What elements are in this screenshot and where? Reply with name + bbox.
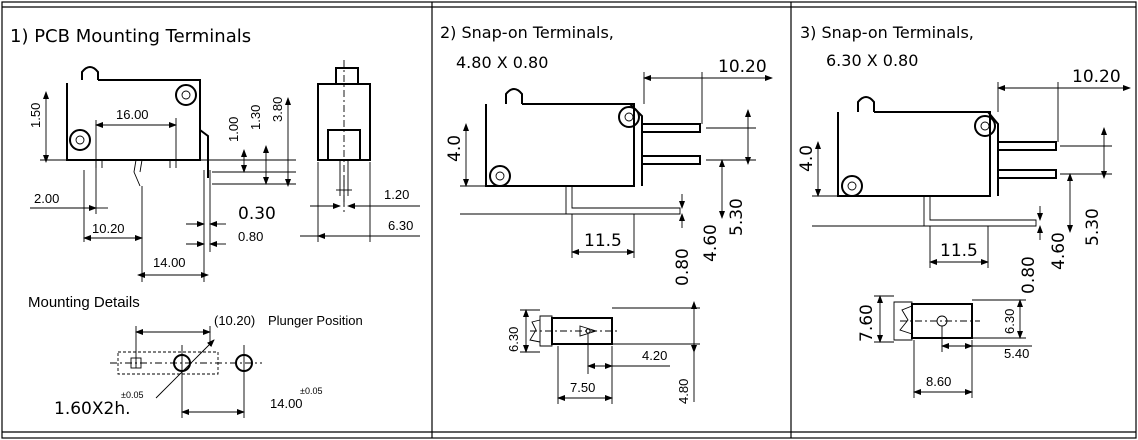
panel-snap-on-630: 3) Snap-on Terminals, 6.30 X 0.80 — [797, 23, 1131, 398]
panel-pcb-terminals: 1) PCB Mounting Terminals — [10, 26, 420, 419]
dim-label: 10.20 — [718, 57, 767, 77]
mounting-details-title: Mounting Details — [28, 294, 140, 311]
switch-end-view — [300, 60, 420, 242]
panel-2-title-line2: 4.80 X 0.80 — [456, 53, 548, 72]
panel-3-dimension-labels: 10.20 4.0 5.30 11.5 4.60 0.80 — [797, 67, 1121, 294]
dim-label: 16.00 — [116, 107, 149, 122]
dim-label: 7.60 — [857, 304, 877, 342]
dim-label: 0.30 — [238, 204, 276, 224]
dim-label: 8.60 — [926, 374, 951, 389]
switch-side-view — [485, 88, 701, 215]
panel-snap-on-480: 2) Snap-on Terminals, 4.80 X 0.80 — [440, 23, 773, 404]
spacing-tolerance: ±0.05 — [300, 386, 322, 396]
dim-label: 1.50 — [28, 103, 43, 128]
dim-label: 6.30 — [388, 218, 413, 233]
dim-label: 5.30 — [727, 198, 747, 236]
dim-label: 11.5 — [940, 241, 978, 261]
dim-label: 10.20 — [92, 221, 125, 236]
dim-label: 0.80 — [238, 229, 263, 244]
panel-2-dimension-labels: 10.20 4.0 5.30 11.5 4.60 0.80 — [445, 57, 767, 286]
switch-side-view — [66, 66, 211, 187]
dim-label: 4.0 — [797, 145, 817, 172]
dim-label: 4.80 — [676, 379, 691, 404]
mounting-details: Mounting Details (10.20) Plunger Positio… — [28, 294, 363, 419]
dim-label: 6.30 — [506, 327, 521, 352]
dim-label: 4.0 — [445, 135, 465, 162]
terminal-detail: 6.30 4.20 7.50 4.80 — [506, 301, 700, 404]
panel-2-title-line1: 2) Snap-on Terminals, — [440, 23, 614, 42]
dim-label: 4.60 — [1049, 232, 1069, 270]
hole-spacing-label: 14.00 — [270, 396, 303, 411]
panel-1-dimension-labels: 1.50 16.00 1.00 1.30 3.80 2.00 10.20 0.3… — [28, 97, 413, 270]
panel-2-dimension-lines — [460, 72, 773, 258]
dim-label: 6.30 — [1002, 309, 1017, 334]
panel-3-title-line2: 6.30 X 0.80 — [826, 51, 918, 70]
hole-tolerance: ±0.05 — [121, 390, 143, 400]
plunger-value: (10.20) — [214, 313, 255, 328]
dim-label: 11.5 — [584, 231, 622, 251]
dim-label: 1.30 — [248, 105, 263, 130]
dim-label: 5.40 — [1004, 346, 1029, 361]
dim-label: 3.80 — [270, 97, 285, 122]
dim-label: 0.80 — [673, 248, 693, 286]
dim-label: 1.00 — [226, 117, 241, 142]
dim-label: 0.80 — [1019, 256, 1039, 294]
panel-1-title: 1) PCB Mounting Terminals — [10, 26, 251, 47]
panel-1-dimension-lines — [30, 91, 296, 282]
hole-spec-label: 1.60X2h. — [54, 399, 131, 419]
dim-label: 2.00 — [34, 191, 59, 206]
panel-3-dimension-lines — [812, 82, 1131, 268]
dim-label: 1.20 — [384, 187, 409, 202]
dim-label: 4.60 — [701, 224, 721, 262]
dim-label: 14.00 — [153, 255, 186, 270]
terminal-detail: 7.60 6.30 5.40 8.60 — [857, 295, 1032, 398]
dim-label: 7.50 — [570, 380, 595, 395]
dim-label: 5.30 — [1083, 208, 1103, 246]
dim-label: 10.20 — [1072, 67, 1121, 87]
switch-side-view — [837, 96, 1057, 227]
panel-3-title-line1: 3) Snap-on Terminals, — [800, 23, 974, 42]
plunger-position-label: Plunger Position — [268, 313, 363, 328]
dim-label: 4.20 — [642, 348, 667, 363]
